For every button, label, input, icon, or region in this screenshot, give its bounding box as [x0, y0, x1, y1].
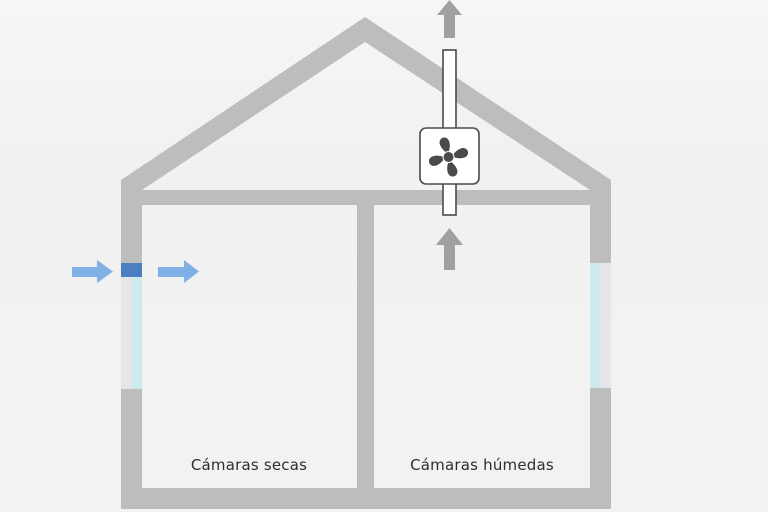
- fan-icon: [428, 137, 469, 177]
- air-inlet-vent: [121, 263, 142, 277]
- right-wall-upper: [590, 190, 611, 263]
- dry-rooms-label: Cámaras secas: [190, 456, 308, 474]
- airflow-up-to-duct-arrow-icon: [436, 228, 463, 270]
- right-window-glass: [590, 263, 600, 388]
- airflow-exhaust-arrow-icon: [437, 0, 462, 38]
- right-window-frame: [600, 263, 611, 388]
- wet-rooms-label: Cámaras húmedas: [410, 456, 554, 474]
- left-wall-upper: [121, 190, 142, 263]
- middle-wall: [357, 190, 374, 490]
- airflow-inside-arrow-icon: [158, 260, 199, 283]
- roof: [121, 17, 611, 205]
- floor: [121, 488, 611, 509]
- left-window-frame: [121, 277, 132, 389]
- airflow-in-arrow-icon: [72, 260, 113, 283]
- left-wall-lower: [121, 389, 142, 509]
- left-window-glass: [132, 277, 142, 389]
- right-wall-lower: [590, 388, 611, 509]
